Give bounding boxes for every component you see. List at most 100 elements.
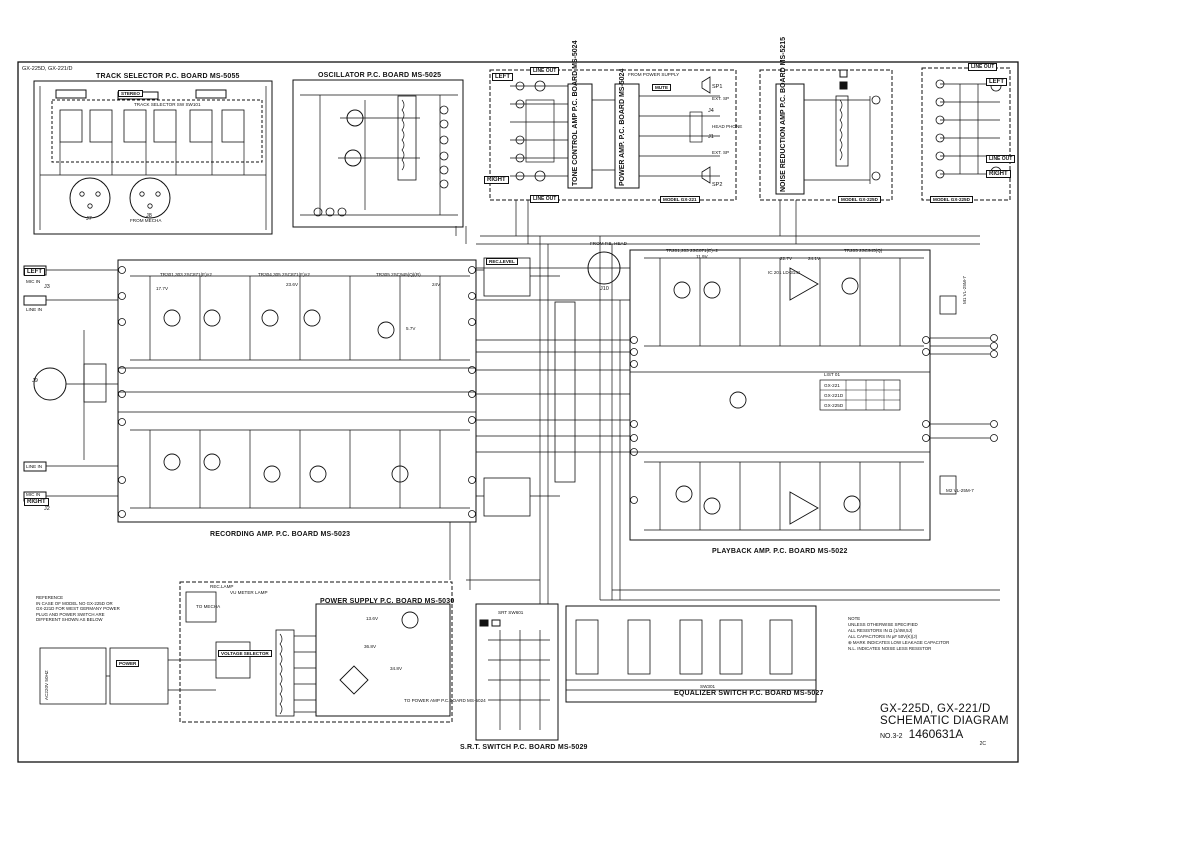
list-row-2: GX-221D <box>824 393 844 398</box>
equalizer-switch-board <box>565 605 817 703</box>
reference-note: REFERENCE IN CASE OF MODEL NO GX-225D OR… <box>36 595 120 623</box>
reference-line-4: DIFFERENT SHOWN AS BELOW <box>36 617 103 623</box>
model-gx221-label: MODEL GX-221 <box>660 196 700 203</box>
line-out-label-4: LINE OUT <box>986 155 1016 163</box>
tr-rec-label-2: TR304,305 2SC871(E)×2 <box>258 272 310 277</box>
tone-power-block <box>489 69 737 201</box>
rec-lamp-label: REC.LAMP <box>210 584 234 589</box>
notes-line-4: ⊛ MARK INDICATES LOW LEAKAGE CAPACITOR <box>848 640 950 645</box>
title-rev: 2C <box>979 741 986 747</box>
line-out-label-2: LINE OUT <box>530 195 560 203</box>
noise-reduction-block <box>759 69 893 201</box>
to-mecha-label: TO MECHA <box>196 604 221 609</box>
title-number-row: NO.3-2 1460631A <box>880 727 1010 741</box>
line-in-label-2: LINE IN <box>26 464 43 469</box>
voltage-selector-label: VOLTAGE SELECTOR <box>218 650 272 657</box>
right-label-top: RIGHT <box>484 176 509 184</box>
power-supply-board <box>315 603 451 717</box>
power-supply-title: POWER SUPPLY P.C. BOARD MS-5030 <box>320 598 455 605</box>
reference-line-2: GX-221D FOR WEST GERMANY POWER <box>36 606 120 612</box>
srt-switch-title: S.R.T. SWITCH P.C. BOARD MS-5029 <box>460 744 588 751</box>
list-label: LIST 01 <box>824 372 841 377</box>
title-doc-no: 1460631A <box>908 727 964 741</box>
ac-label: AC220V 50HZ <box>44 670 49 700</box>
oscillator-title: OSCILLATOR P.C. BOARD MS-5025 <box>318 72 442 79</box>
left-label-top: LEFT <box>492 73 513 81</box>
head-phone-label: HEAD PHONE <box>712 124 743 129</box>
title-block: GX-225D, GX-221/D SCHEMATIC DIAGRAM NO.3… <box>880 703 1010 747</box>
tone-control-board <box>567 83 593 189</box>
j1-label: J1 <box>708 134 714 140</box>
corner-model-label: GX-225D, GX-221/D <box>22 66 73 72</box>
notes-header: NOTE <box>848 616 861 621</box>
playback-amp-board <box>629 249 931 541</box>
stereo-label: STEREO <box>118 90 143 97</box>
recording-amp-board <box>117 259 477 523</box>
tone-control-title: TONE CONTROL AMP P.C. BOARD MS-5024 <box>572 40 579 186</box>
power-switch-label: POWER <box>116 660 140 667</box>
title-type: SCHEMATIC DIAGRAM <box>880 715 1009 727</box>
line-out-label-1: LINE OUT <box>530 67 560 75</box>
tr-rec-label-3: TR305 2SC945(Q)(R) <box>376 272 421 277</box>
tr-rec-label-1: TR301,303 2SC871(E)×2 <box>160 272 212 277</box>
voltage-9: 5.7V <box>406 326 416 331</box>
playback-amp-title: PLAYBACK AMP. P.C. BOARD MS-5022 <box>712 548 848 555</box>
track-selector-title: TRACK SELECTOR P.C. BOARD MS-5055 <box>96 73 240 80</box>
j3-label: J3 <box>44 284 50 290</box>
voltage-8: 22.7V <box>780 256 793 261</box>
mic-in-label-1: MIC IN <box>26 279 41 284</box>
j8-label: J8 <box>146 213 152 219</box>
voltage-3: 24V <box>432 282 441 287</box>
power-amp-title: POWER AMP. P.C. BOARD MS-5024 <box>619 68 626 186</box>
from-pb-head-label: FROM P.B. HEAD <box>590 241 627 246</box>
voltage-1: 13.6V <box>366 616 379 621</box>
notes-block: NOTE UNLESS OTHERWISE SPECIFIED ALL RESI… <box>848 616 949 652</box>
srt-switch-board <box>475 603 559 741</box>
ic-pb-label: IC 201 LD-3141 <box>768 270 801 275</box>
notes-line-5: N.L. INDICATES NOISE LESS RESISTOR <box>848 646 932 651</box>
power-supply-area <box>179 581 453 723</box>
reference-header: REFERENCE <box>36 595 64 600</box>
from-mecha-label: FROM MECHA <box>130 218 162 223</box>
reference-line-1: IN CASE OF MODEL NO GX-225D OR <box>36 600 113 606</box>
noise-reduction-title: NOISE REDUCTION AMP P.C. BOARD MS-5215 <box>780 36 787 192</box>
tr-pb-label-1: TR201,203 2SC871(E)×2 <box>666 248 718 253</box>
eq-sw-label: SW301 <box>700 684 716 689</box>
list-row-1: GX-221 <box>824 383 840 388</box>
from-power-supply-label: FROM POWER SUPPLY <box>628 72 680 77</box>
j4-label: J4 <box>708 108 714 114</box>
vu-meter-1-label: M1 VL-25M-7 <box>962 276 967 304</box>
sheet-frame <box>17 61 1019 763</box>
title-sheet-no: NO.3-2 <box>880 733 903 740</box>
model-gx225d-label-2: MODEL GX-225D <box>930 196 973 203</box>
srt-sw-label: SRT SW601 <box>498 610 524 615</box>
notes-line-3: ALL CAPACITORS IN μF 50V(K)(J) <box>848 634 918 639</box>
noise-reduction-board <box>775 83 805 195</box>
voltage-7: 17.7V <box>156 286 169 291</box>
right-label-input: RIGHT <box>24 498 49 506</box>
voltage-10: 23.6V <box>286 282 299 287</box>
voltage-5: 34.8V <box>390 666 403 671</box>
mute-label: MUTE <box>652 84 672 91</box>
voltage-6: 11.9V <box>696 254 708 259</box>
mic-in-label-2: MIC IN <box>26 492 41 497</box>
left-label-input: LEFT <box>24 268 45 276</box>
to-power-amp-label: TO POWER AMP P.C.BOARD MS-5024 <box>404 698 486 703</box>
left-label-right: LEFT <box>986 78 1007 86</box>
voltage-4: 36.8V <box>364 644 377 649</box>
reference-line-3: PLUG AND POWER SWITCH ARE <box>36 611 105 617</box>
line-out-block <box>921 67 1011 201</box>
ext-sp-label-1: EXT. SP <box>712 96 730 101</box>
j9-label: J9 <box>32 378 38 384</box>
track-sel-sw-label: TRACK SELECTOR SW SW101 <box>134 102 201 107</box>
j7-label: J7 <box>86 216 92 222</box>
ext-sp-label-2: EXT. SP <box>712 150 730 155</box>
recording-amp-title: RECORDING AMP. P.C. BOARD MS-5023 <box>210 531 351 538</box>
line-out-label-3: LINE OUT <box>968 63 998 71</box>
j2-label: J2 <box>44 506 50 512</box>
track-selector-board <box>33 80 273 235</box>
list-row-3: GX-225D <box>824 403 844 408</box>
vu-meter-lamp-label: VU METER LAMP <box>230 590 268 595</box>
